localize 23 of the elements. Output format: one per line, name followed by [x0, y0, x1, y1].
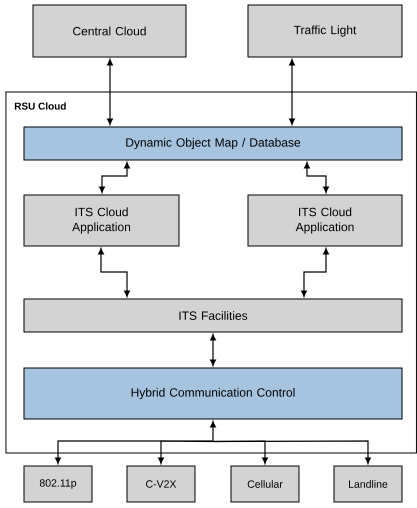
container-heading: RSU Cloud: [14, 102, 66, 110]
system-box: Central Cloud: [32, 4, 186, 58]
arrow: [98, 248, 130, 297]
arrow: [210, 334, 216, 366]
arrow: [99, 162, 130, 193]
interface-box: 802.11p: [24, 466, 92, 502]
interface-box: Cellular: [230, 466, 300, 502]
interface-box: C-V2X: [126, 466, 196, 502]
arrow: [289, 59, 295, 125]
arrow: [301, 248, 329, 297]
interface-box: Landline: [334, 466, 402, 502]
application-box: ITS Cloud Application: [24, 194, 180, 246]
arrow: [158, 440, 213, 464]
arrow: [213, 440, 371, 464]
container-frame: [5, 92, 417, 454]
layer-box: ITS Facilities: [24, 298, 402, 332]
application-box: ITS Cloud Application: [248, 194, 402, 246]
arrow: [55, 421, 216, 464]
arrow: [304, 162, 329, 193]
arrow: [107, 59, 113, 125]
system-box: Traffic Light: [248, 4, 402, 58]
layer-box: Dynamic Object Map / Database: [24, 126, 402, 160]
layer-box: Hybrid Communication Control: [24, 368, 402, 420]
